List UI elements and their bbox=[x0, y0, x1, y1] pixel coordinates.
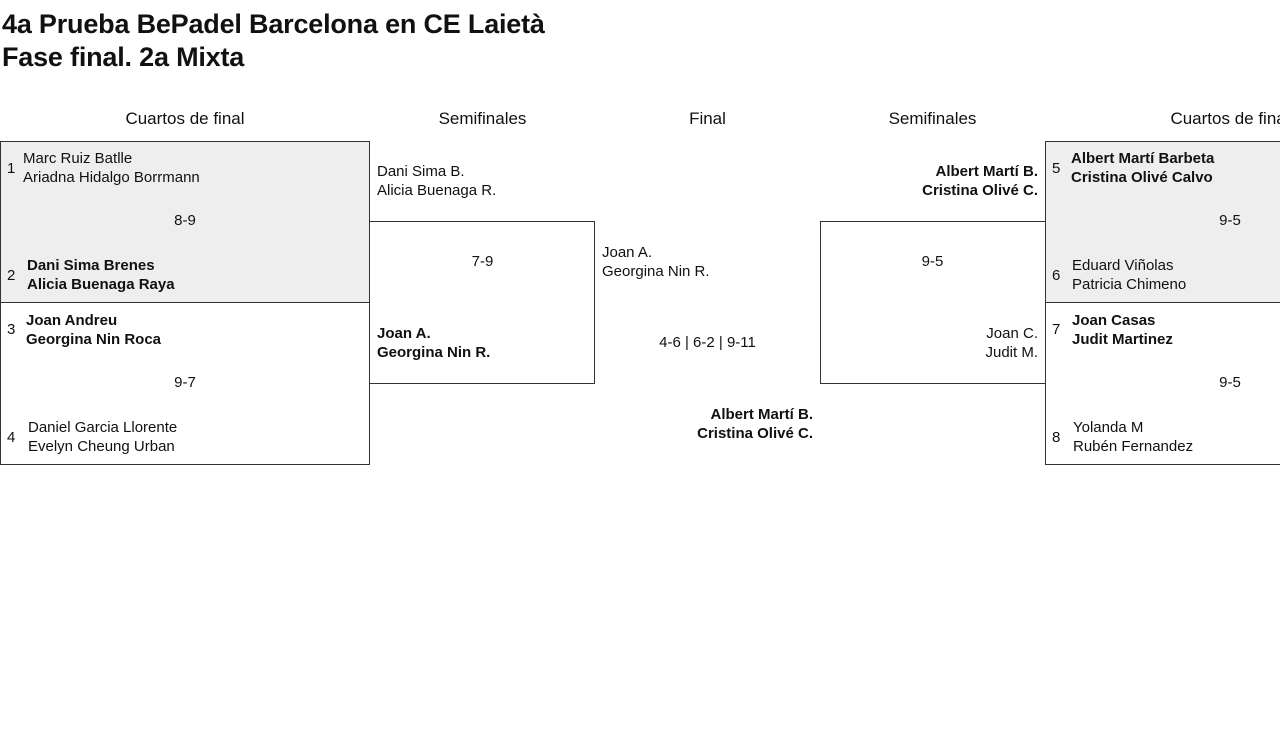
player-name: Albert Martí B. bbox=[710, 406, 813, 423]
page-subtitle: Fase final. 2a Mixta bbox=[2, 42, 245, 72]
player-name: Joan Casas bbox=[1072, 312, 1156, 329]
qf-score: 9-7 bbox=[174, 374, 196, 391]
qf-score: 8-9 bbox=[174, 212, 196, 229]
player-name: Alicia Buenaga Raya bbox=[27, 276, 175, 293]
qf-score: 9-5 bbox=[1219, 212, 1241, 229]
player-name: Yolanda M bbox=[1073, 419, 1144, 436]
qf-team-8: Yolanda M Rubén Fernandez bbox=[1073, 418, 1193, 456]
player-name: Cristina Olivé Calvo bbox=[1071, 169, 1213, 186]
seed-number: 5 bbox=[1052, 160, 1061, 177]
header-sf-left: Semifinales bbox=[438, 109, 527, 128]
qf-score: 9-5 bbox=[1219, 374, 1241, 391]
seed-number: 4 bbox=[7, 429, 16, 446]
sf-left-team-top: Dani Sima B. Alicia Buenaga R. bbox=[377, 162, 496, 200]
page-title: 4a Prueba BePadel Barcelona en CE Laietà bbox=[2, 9, 545, 39]
header-final: Final bbox=[689, 109, 726, 128]
qf-team-7: Joan Casas Judit Martinez bbox=[1072, 311, 1173, 349]
player-name: Dani Sima B. bbox=[377, 163, 465, 180]
qf-team-6: Eduard Viñolas Patricia Chimeno bbox=[1072, 256, 1186, 294]
player-name: Albert Martí Barbeta bbox=[1071, 150, 1215, 167]
player-name: Judit M. bbox=[985, 344, 1038, 361]
seed-number: 1 bbox=[7, 160, 16, 177]
final-score: 4-6 | 6-2 | 9-11 bbox=[659, 334, 756, 351]
player-name: Cristina Olivé C. bbox=[697, 425, 813, 442]
sf-match-left bbox=[369, 221, 595, 384]
player-name: Judit Martinez bbox=[1072, 331, 1173, 348]
seed-number: 3 bbox=[7, 321, 16, 338]
qf-match-3 bbox=[1045, 141, 1280, 303]
player-name: Eduard Viñolas bbox=[1072, 257, 1174, 274]
header-qf-left: Cuartos de final bbox=[125, 109, 245, 128]
player-name: Joan A. bbox=[602, 244, 653, 261]
qf-team-4: Daniel Garcia Llorente Evelyn Cheung Urb… bbox=[28, 418, 177, 456]
sf-score: 9-5 bbox=[921, 253, 944, 270]
seed-number: 6 bbox=[1052, 267, 1061, 284]
qf-match-4 bbox=[1045, 302, 1280, 465]
player-name: Cristina Olivé C. bbox=[922, 182, 1038, 199]
player-name: Georgina Nin Roca bbox=[26, 331, 162, 348]
sf-right-team-top: Albert Martí B. Cristina Olivé C. bbox=[820, 162, 1038, 200]
final-team-top: Joan A. Georgina Nin R. bbox=[602, 243, 710, 281]
player-name: Georgina Nin R. bbox=[602, 263, 710, 280]
player-name: Dani Sima Brenes bbox=[27, 257, 155, 274]
qf-team-1: Marc Ruiz Batlle Ariadna Hidalgo Borrman… bbox=[23, 149, 200, 187]
player-name: Albert Martí B. bbox=[935, 163, 1038, 180]
seed-number: 8 bbox=[1052, 429, 1061, 446]
qf-team-3: Joan Andreu Georgina Nin Roca bbox=[26, 311, 161, 349]
sf-score: 7-9 bbox=[471, 253, 494, 270]
header-qf-right: Cuartos de final bbox=[1170, 109, 1280, 128]
seed-number: 7 bbox=[1052, 321, 1061, 338]
player-name: Ariadna Hidalgo Borrmann bbox=[23, 169, 200, 186]
player-name: Marc Ruiz Batlle bbox=[23, 150, 133, 167]
player-name: Joan C. bbox=[986, 325, 1038, 342]
player-name: Georgina Nin R. bbox=[377, 344, 491, 361]
player-name: Patricia Chimeno bbox=[1072, 276, 1187, 293]
player-name: Joan Andreu bbox=[26, 312, 118, 329]
sf-right-team-bottom: Joan C. Judit M. bbox=[820, 324, 1038, 362]
qf-team-5: Albert Martí Barbeta Cristina Olivé Calv… bbox=[1071, 149, 1214, 187]
seed-number: 2 bbox=[7, 267, 16, 284]
player-name: Alicia Buenaga R. bbox=[377, 182, 497, 199]
sf-left-team-bottom: Joan A. Georgina Nin R. bbox=[377, 324, 490, 362]
player-name: Rubén Fernandez bbox=[1073, 438, 1194, 455]
player-name: Daniel Garcia Llorente bbox=[28, 419, 178, 436]
qf-team-2: Dani Sima Brenes Alicia Buenaga Raya bbox=[27, 256, 175, 294]
qf-match-1 bbox=[0, 141, 370, 303]
champion-team: Albert Martí B. Cristina Olivé C. bbox=[595, 405, 813, 443]
player-name: Joan A. bbox=[377, 325, 431, 342]
player-name: Evelyn Cheung Urban bbox=[28, 438, 175, 455]
header-sf-right: Semifinales bbox=[888, 109, 977, 128]
